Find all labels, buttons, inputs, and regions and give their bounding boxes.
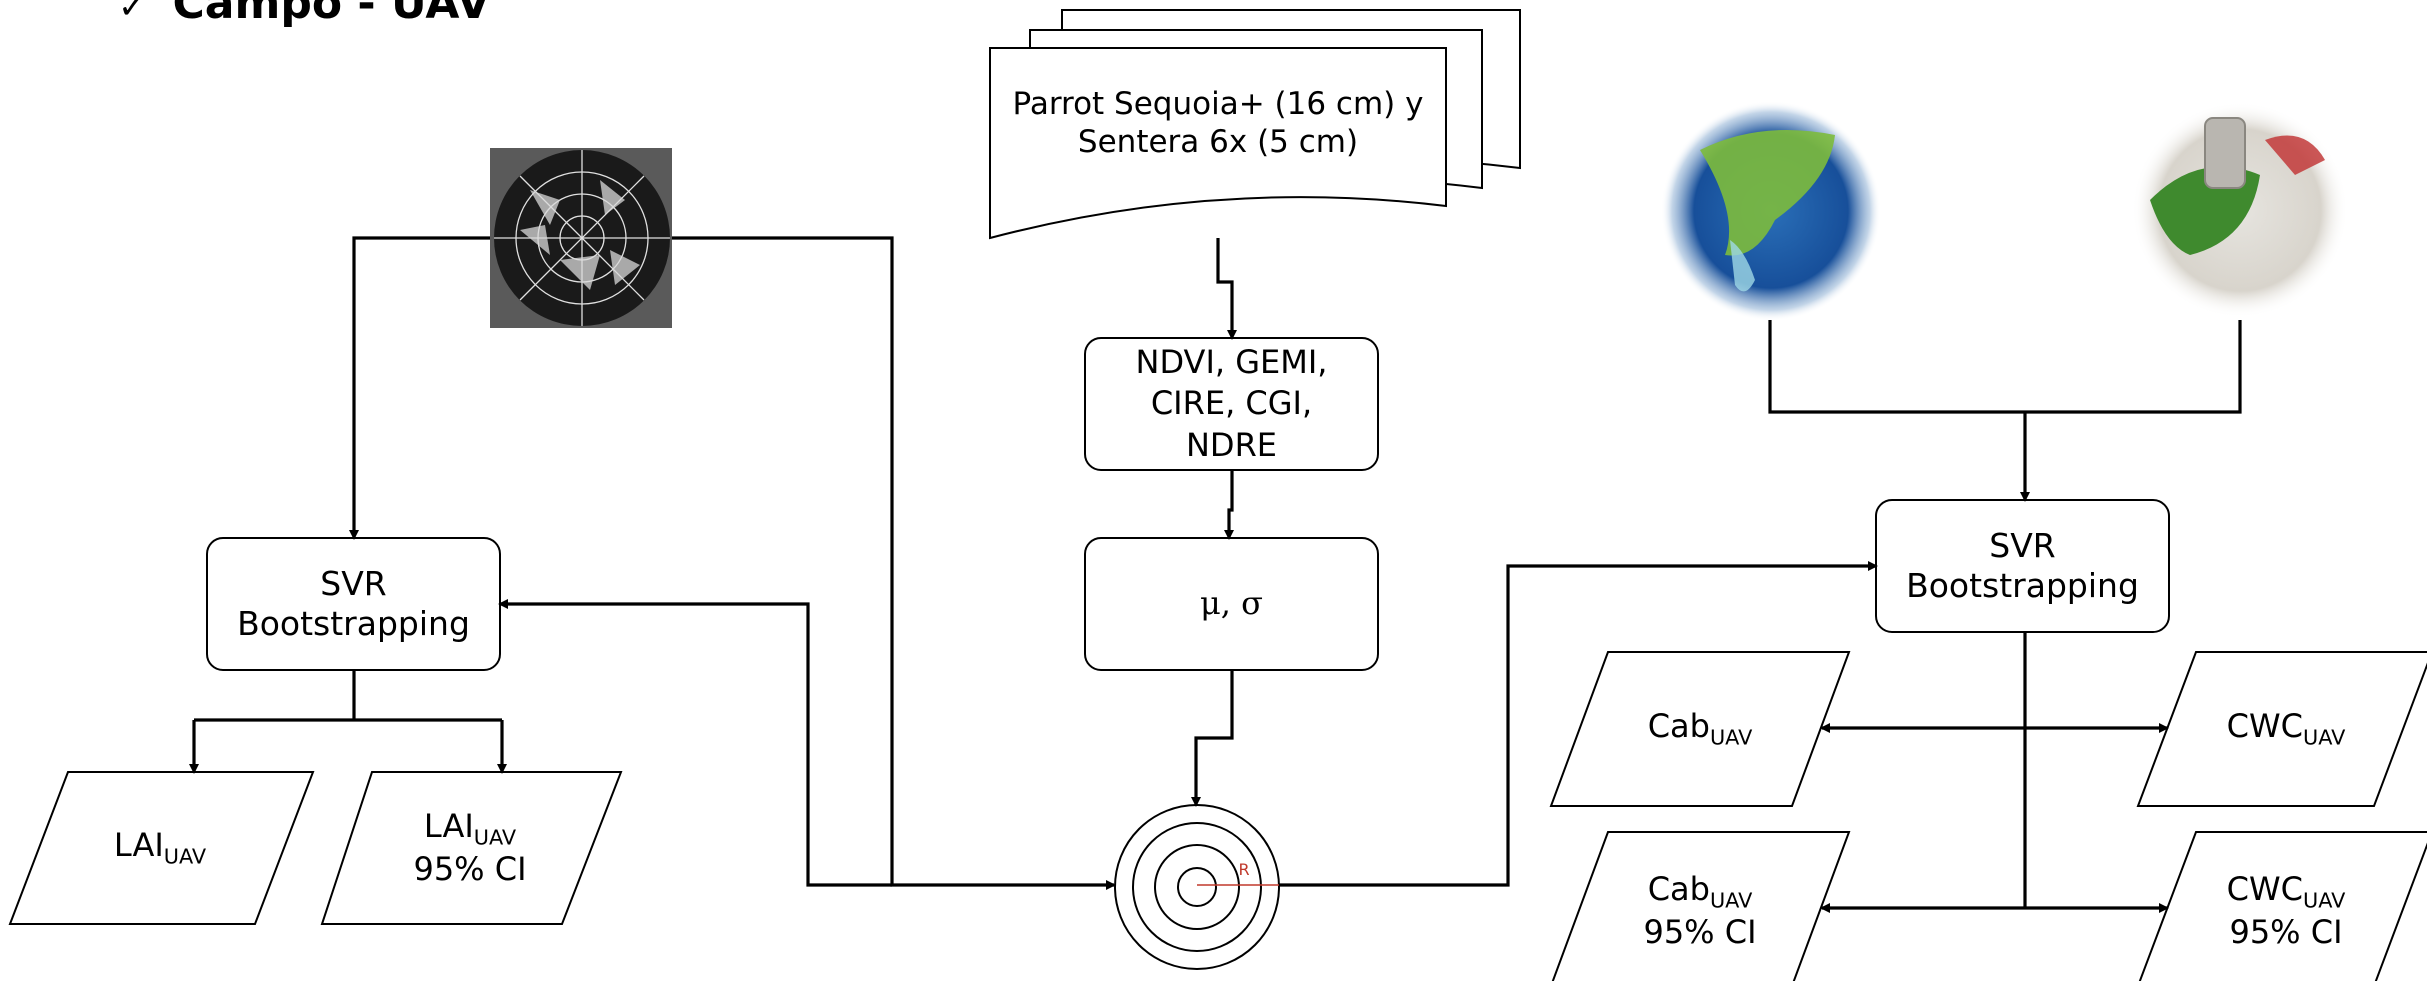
- lai-ci-output-label: LAIUAV 95% CI: [370, 772, 570, 924]
- svr-left-line1: SVR: [320, 564, 386, 604]
- page-title: ✓ Campo - UAV: [118, 0, 490, 29]
- checkmark-icon: ✓: [118, 0, 147, 27]
- cwc-ci-line2: 95% CI: [2229, 913, 2342, 952]
- lai-ci-base: LAI: [424, 807, 474, 845]
- water-leaf-photo: [1661, 101, 1881, 321]
- cab-ci-line2: 95% CI: [1643, 913, 1756, 952]
- svr-right-line2: Bootstrapping: [1906, 566, 2139, 606]
- lai-ci-sub: UAV: [474, 825, 516, 849]
- sensor-line1: Parrot Sequoia+ (16 cm) y: [1013, 86, 1424, 124]
- lai-sub: UAV: [164, 844, 206, 868]
- indices-label: NDVI, GEMI, CIRE, CGI, NDRE: [1085, 338, 1378, 470]
- cwc-sub: UAV: [2303, 725, 2345, 749]
- indices-line3: NDRE: [1186, 425, 1277, 467]
- sensor-label: Parrot Sequoia+ (16 cm) y Sentera 6x (5 …: [990, 72, 1446, 176]
- stats-text: μ, σ: [1200, 584, 1263, 623]
- leaf-clip-photo: [2132, 102, 2348, 318]
- cab-output-label: CabUAV: [1600, 652, 1800, 806]
- target-circles: [1115, 805, 1279, 969]
- cab-ci-sub: UAV: [1710, 888, 1752, 912]
- sensor-line2: Sentera 6x (5 cm): [1078, 124, 1358, 162]
- indices-line1: NDVI, GEMI,: [1136, 342, 1328, 384]
- radius-label: R: [1234, 858, 1254, 882]
- indices-line2: CIRE, CGI,: [1151, 383, 1312, 425]
- cwc-output-label: CWCUAV: [2186, 652, 2386, 806]
- title-text: Campo - UAV: [173, 0, 491, 29]
- svr-right-label: SVR Bootstrapping: [1876, 500, 2169, 632]
- hemispherical-photo: [490, 148, 672, 328]
- cwc-ci-base: CWC: [2227, 870, 2303, 908]
- svr-left-line2: Bootstrapping: [237, 604, 470, 644]
- cab-ci-base: Cab: [1648, 870, 1710, 908]
- cwc-base: CWC: [2227, 707, 2303, 745]
- lai-output-label: LAIUAV: [60, 772, 260, 924]
- cwc-ci-sub: UAV: [2303, 888, 2345, 912]
- cwc-ci-output-label: CWCUAV 95% CI: [2186, 842, 2386, 980]
- lai-ci-line2: 95% CI: [413, 850, 526, 889]
- cab-sub: UAV: [1710, 725, 1752, 749]
- svr-right-line1: SVR: [1989, 526, 2055, 566]
- cab-base: Cab: [1648, 707, 1710, 745]
- svr-left-label: SVR Bootstrapping: [207, 538, 500, 670]
- stats-label: μ, σ: [1085, 538, 1378, 670]
- cab-ci-output-label: CabUAV 95% CI: [1600, 842, 1800, 980]
- lai-base: LAI: [114, 826, 164, 864]
